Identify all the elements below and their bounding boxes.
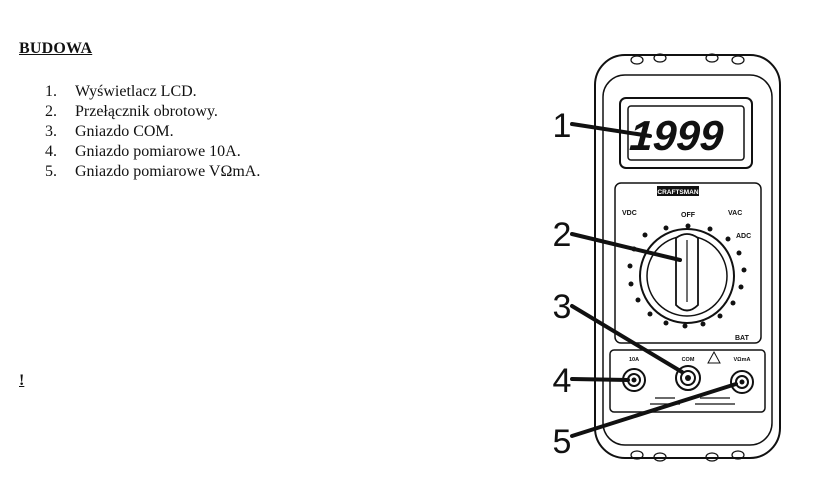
dial-label-vac: VAC bbox=[728, 210, 742, 217]
list-number: 3. bbox=[45, 123, 57, 140]
section-heading: BUDOWA bbox=[19, 40, 93, 57]
list-item: 4. Gniazdo pomiarowe 10A. bbox=[45, 142, 260, 162]
list-item: 3. Gniazdo COM. bbox=[45, 122, 260, 142]
dial-label-adc: ADC bbox=[736, 233, 751, 240]
dial-label-vdc: VDC bbox=[622, 210, 637, 217]
jack-label-com: COM bbox=[682, 357, 695, 363]
list-number: 2. bbox=[45, 103, 57, 120]
jack-label-10a: 10A bbox=[629, 357, 639, 363]
stray-mark: ! bbox=[19, 372, 25, 389]
grip-bumps bbox=[630, 53, 745, 462]
list-text: Gniazdo COM. bbox=[75, 123, 174, 140]
dial-label-bat: BAT bbox=[735, 335, 750, 342]
dial-label-off: OFF bbox=[681, 212, 696, 219]
parts-list: 1. Wyświetlacz LCD. 2. Przełącznik obrotow… bbox=[45, 82, 260, 182]
list-text: Wyświetlacz LCD. bbox=[75, 83, 197, 100]
list-number: 5. bbox=[45, 163, 57, 180]
list-item: 1. Wyświetlacz LCD. bbox=[45, 82, 260, 102]
brand-plate bbox=[657, 186, 699, 196]
dial-ticks bbox=[627, 223, 747, 329]
callout-2: 2 bbox=[553, 216, 572, 254]
callout-3: 3 bbox=[553, 288, 572, 326]
list-text: Gniazdo pomiarowe 10A. bbox=[75, 143, 241, 160]
list-number: 1. bbox=[45, 83, 57, 100]
jack-vohm bbox=[730, 370, 754, 394]
list-number: 4. bbox=[45, 143, 57, 160]
list-item: 2. Przełącznik obrotowy. bbox=[45, 102, 260, 122]
callout-1: 1 bbox=[553, 107, 572, 145]
warning-triangle-icon bbox=[707, 350, 721, 364]
list-text: Gniazdo pomiarowe VΩmA. bbox=[75, 163, 261, 180]
list-text: Przełącznik obrotowy. bbox=[75, 103, 218, 120]
list-item: 5. Gniazdo pomiarowe VΩmA. bbox=[45, 162, 260, 182]
brand-label: CRAFTSMAN bbox=[657, 189, 698, 196]
callout-5: 5 bbox=[553, 423, 572, 461]
multimeter-figure: 1999 CRAFTSMAN VDC VAC OFF ADC BAT 10A C… bbox=[553, 53, 781, 462]
jack-label-vohm: VΩmA bbox=[734, 357, 751, 363]
callout-4: 4 bbox=[553, 362, 572, 400]
callout-lines bbox=[570, 122, 738, 438]
